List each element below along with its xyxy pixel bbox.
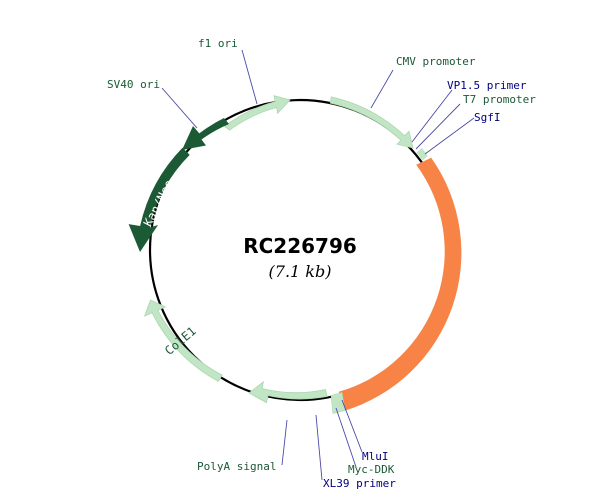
myc-ddk-feature xyxy=(330,392,346,414)
sv40-ori-feature xyxy=(182,118,229,150)
cmv-promoter-leader xyxy=(370,69,394,109)
sv40-ori-text: SV40 ori xyxy=(107,78,160,91)
mlui-leader xyxy=(341,399,363,453)
cmv-promoter-feature xyxy=(329,96,414,149)
plasmid-name: RC226796 xyxy=(243,234,357,258)
kan-neo-feature xyxy=(128,147,190,252)
sv40-ori-leader xyxy=(161,87,198,129)
myc-ddk-text: Myc-DDK xyxy=(348,463,395,476)
vp15-primer-leader xyxy=(411,89,453,143)
f1-ori-text: f1 ori xyxy=(198,37,238,50)
t7-promoter-text: T7 promoter xyxy=(463,93,536,106)
xl39-primer-leader xyxy=(315,414,323,481)
polya-signal-leader xyxy=(281,419,288,466)
slco1c1-feature xyxy=(338,157,462,411)
mlui-text: MluI xyxy=(362,450,389,463)
leader-lines xyxy=(161,49,475,481)
plasmid-size: (7.1 kb) xyxy=(269,262,332,281)
cole1-feature xyxy=(143,299,223,382)
myc-ddk-leader xyxy=(335,407,357,468)
polya-signal-text: PolyA signal xyxy=(197,460,276,473)
t7-promoter-leader xyxy=(415,103,461,150)
vp15-primer-text: VP1.5 primer xyxy=(447,79,527,92)
f1-ori-leader xyxy=(241,49,258,105)
cmv-promoter-text: CMV promoter xyxy=(396,55,476,68)
xl39-primer-text: XL39 primer xyxy=(323,477,396,490)
f1-ori-feature xyxy=(224,95,291,131)
polya-signal-feature xyxy=(248,380,328,404)
sgfi-site-marker xyxy=(416,148,428,161)
sgfi-leader xyxy=(424,117,475,155)
sgfi-text: SgfI xyxy=(474,111,501,124)
